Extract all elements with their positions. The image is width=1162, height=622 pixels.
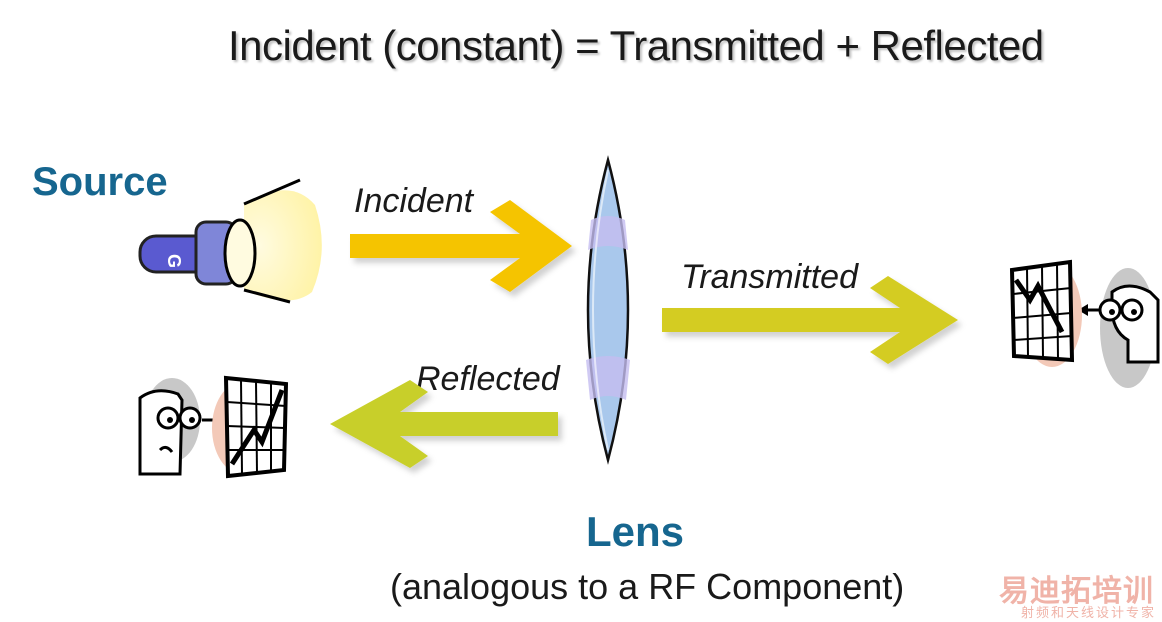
reflected-viewer-icon xyxy=(138,378,224,476)
lens-label: Lens xyxy=(586,508,685,555)
flashlight-icon: G xyxy=(138,178,322,304)
reflected-grid-chart-icon xyxy=(212,375,289,479)
reflected-label: Reflected xyxy=(416,360,560,398)
watermark-top: 易迪拓培训 xyxy=(999,575,1154,608)
watermark-bottom: 射频和天线设计专家 xyxy=(1020,605,1156,620)
receiver-viewer-icon xyxy=(1078,268,1160,388)
page-title: Incident (constant) = Transmitted + Refl… xyxy=(228,22,1044,69)
receiver-grid-chart-icon xyxy=(1009,259,1082,367)
transmitted-label: Transmitted xyxy=(681,258,858,296)
lens-icon xyxy=(586,155,630,465)
flashlight-letter: G xyxy=(164,254,184,268)
lens-sublabel: (analogous to a RF Component) xyxy=(390,566,905,607)
transmitted-arrow xyxy=(662,276,958,364)
incident-arrow xyxy=(350,200,572,292)
reflected-arrow xyxy=(330,380,558,468)
source-label: Source xyxy=(32,160,168,204)
incident-label: Incident xyxy=(354,182,474,220)
